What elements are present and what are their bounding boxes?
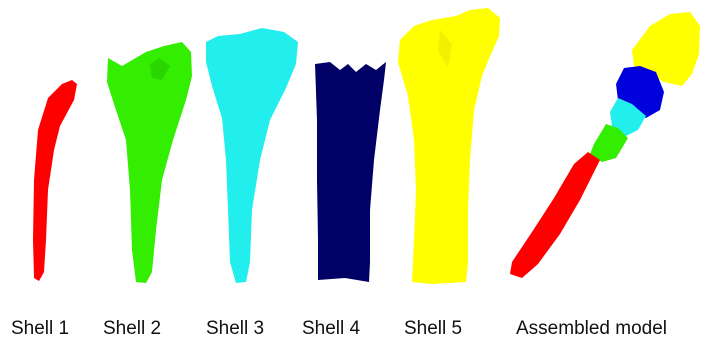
shapes-canvas	[0, 0, 702, 300]
caption-assembled-model: Assembled model	[516, 318, 667, 340]
assembled-model-shape	[510, 12, 700, 278]
caption-shell-1: Shell 1	[11, 318, 69, 340]
caption-shell-3: Shell 3	[206, 318, 264, 340]
shell-4-shape	[315, 62, 386, 282]
caption-shell-5: Shell 5	[404, 318, 462, 340]
shell-2-shape	[107, 42, 192, 283]
shell-1-shape	[33, 80, 77, 281]
shell-3-shape	[206, 28, 298, 283]
caption-shell-2: Shell 2	[103, 318, 161, 340]
caption-shell-4: Shell 4	[302, 318, 360, 340]
